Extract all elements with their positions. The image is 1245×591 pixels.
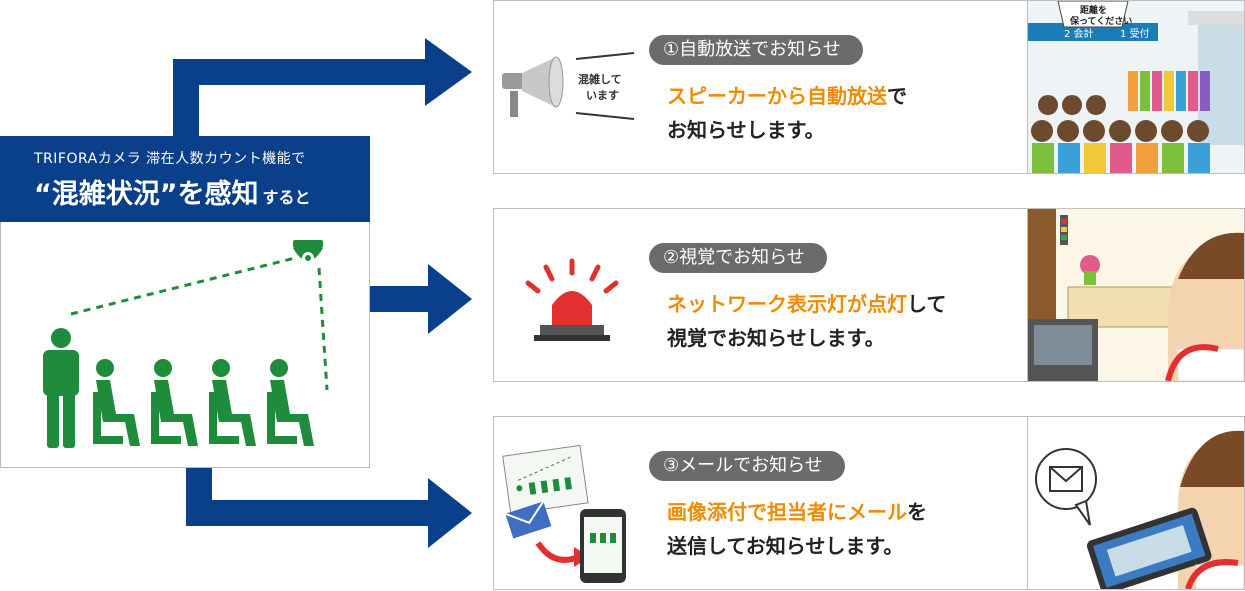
desc-suffix: して [907,292,947,316]
desc-line2: 送信してお知らせします。 [667,534,904,558]
desc-suffix: で [887,84,907,108]
photo-staff-alert [1027,209,1244,381]
desc-line2: お知らせします。 [667,118,825,142]
photo-staff-tablet [1027,417,1244,589]
warning-light-icon [525,258,619,341]
speech-text-line2: います [586,89,619,102]
panel-email-alert: ③メールでお知らせ 画像添付で担当者にメールを 送信してお知らせします。 [493,416,1245,590]
header-line1: TRIFORAカメラ 滞在人数カウント機能で [34,151,306,167]
desc-auto-broadcast: スピーカーから自動放送で お知らせします。 [667,79,907,147]
header-banner: TRIFORAカメラ 滞在人数カウント機能で “混雑状況”を感知すると [0,136,370,222]
crowd-illustration [43,240,329,448]
panel-visual-alert: ②視覚でお知らせ ネットワーク表示灯が点灯して 視覚でお知らせします。 [493,208,1245,382]
header-line2-main: “混雑状況”を感知 [34,179,259,210]
dome-camera-icon [293,240,323,264]
header-line2-suffix: すると [262,188,311,207]
photo-sign-line2: 保ってください [1069,15,1132,27]
standing-person-icon [43,328,79,448]
speech-text-line1: 混雑して [578,72,622,86]
pill-visual-alert: ②視覚でお知らせ [649,243,827,273]
desc-line2: 視覚でお知らせします。 [667,326,885,350]
desc-visual-alert: ネットワーク表示灯が点灯して 視覚でお知らせします。 [667,287,946,355]
desc-highlight: ネットワーク表示灯が点灯 [667,292,907,316]
pill-auto-broadcast: ①自動放送でお知らせ [649,35,863,65]
email-icon [502,444,626,583]
photo-counter1: 2 会計 [1064,27,1094,40]
photo-waiting-room: 2 会計 1 受付 距離を 保ってください [1027,1,1244,173]
seated-people-icons [93,359,314,446]
panel-auto-broadcast: 混雑して います ①自動放送でお知らせ スピーカーから自動放送で お知らせします… [493,0,1245,174]
pill-email-alert: ③メールでお知らせ [649,451,845,481]
speaker-icon: 混雑して います [502,52,635,120]
desc-highlight: 画像添付で担当者にメール [667,500,907,524]
desc-highlight: スピーカーから自動放送 [667,84,887,108]
desc-suffix: を [907,500,927,524]
crowd-scene [0,222,370,468]
header-line2: “混雑状況”を感知すると [34,172,370,211]
photo-sign-line1: 距離を [1080,4,1107,16]
desc-email-alert: 画像添付で担当者にメールを 送信してお知らせします。 [667,495,927,563]
photo-counter2: 1 受付 [1120,27,1150,40]
